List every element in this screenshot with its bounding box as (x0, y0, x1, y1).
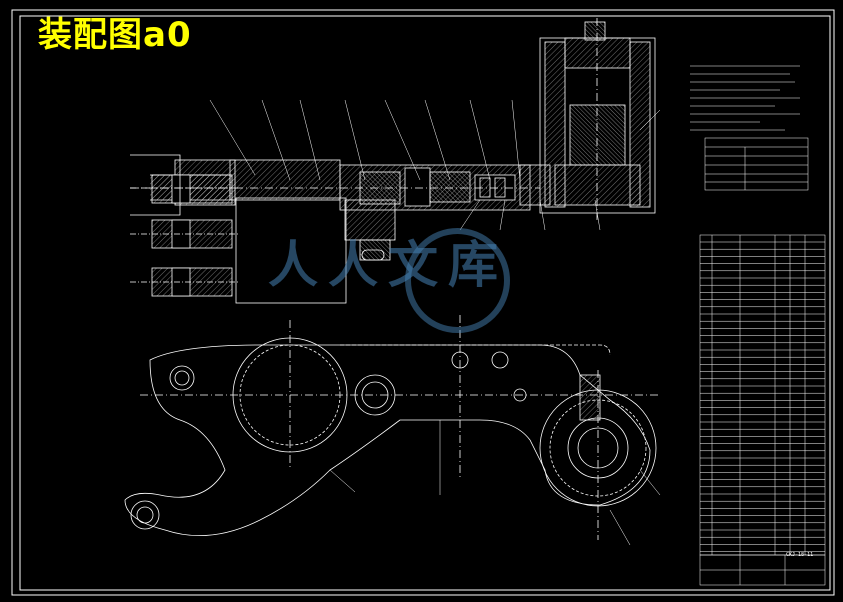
watermark-text: 人人文库 (268, 235, 508, 294)
plan-view (124, 315, 661, 546)
drawing-code: CKJ-18-11 (786, 552, 814, 558)
inner-frame (19, 15, 831, 591)
outer-frame (11, 9, 835, 596)
technical-notes (690, 65, 809, 191)
watermark-ring (405, 228, 510, 333)
parts-list (699, 234, 826, 586)
drawing-title: 装配图a0 (38, 15, 192, 55)
section-view (130, 18, 661, 304)
